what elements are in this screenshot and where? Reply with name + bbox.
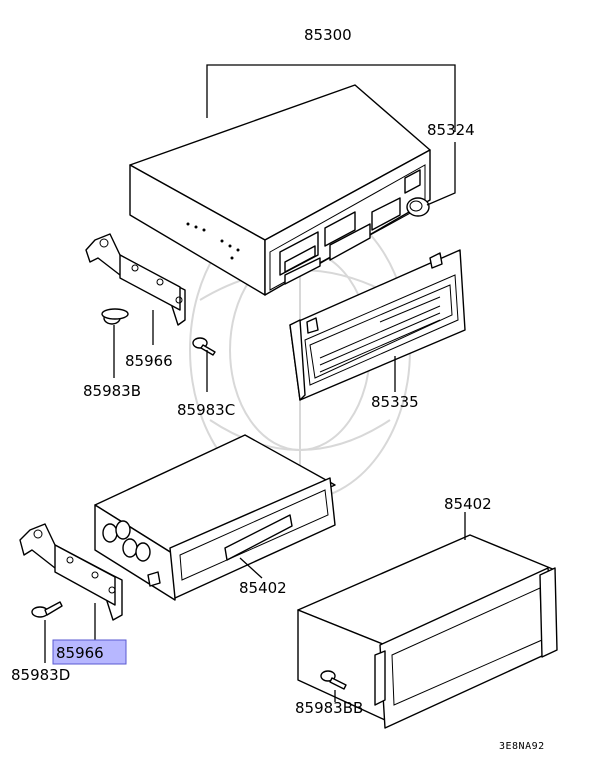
label-85966-upper[interactable]: 85966: [125, 352, 173, 370]
label-85402-lower[interactable]: 85402: [239, 579, 287, 597]
label-85324[interactable]: 85324: [427, 121, 475, 139]
label-85335[interactable]: 85335: [371, 393, 419, 411]
label-85983D[interactable]: 85983D: [11, 666, 70, 684]
pocket-85402-lower: [297, 534, 558, 729]
highlight-box: [52, 639, 127, 665]
label-85983C[interactable]: 85983C: [177, 401, 235, 419]
bracket-85966-upper: [85, 233, 186, 326]
label-85300[interactable]: 85300: [304, 26, 352, 44]
label-85983B[interactable]: 85983B: [83, 382, 141, 400]
screw-85983B: [101, 308, 129, 325]
faceplate-85335: [289, 249, 466, 401]
label-85983BB[interactable]: 85983BB: [295, 699, 363, 717]
radio-unit-85300: [129, 84, 431, 296]
diagram-code: 3E8NA92: [499, 741, 545, 752]
label-85966-lower[interactable]: 85966: [56, 644, 104, 662]
label-85402-upper[interactable]: 85402: [444, 495, 492, 513]
screw-85983BB: [320, 670, 347, 690]
screw-85983C: [192, 337, 216, 356]
screw-85983D: [31, 601, 63, 618]
leader-lines: [44, 64, 466, 702]
bracket-85966-lower: [19, 523, 123, 621]
pocket-85402-upper: [94, 434, 336, 601]
